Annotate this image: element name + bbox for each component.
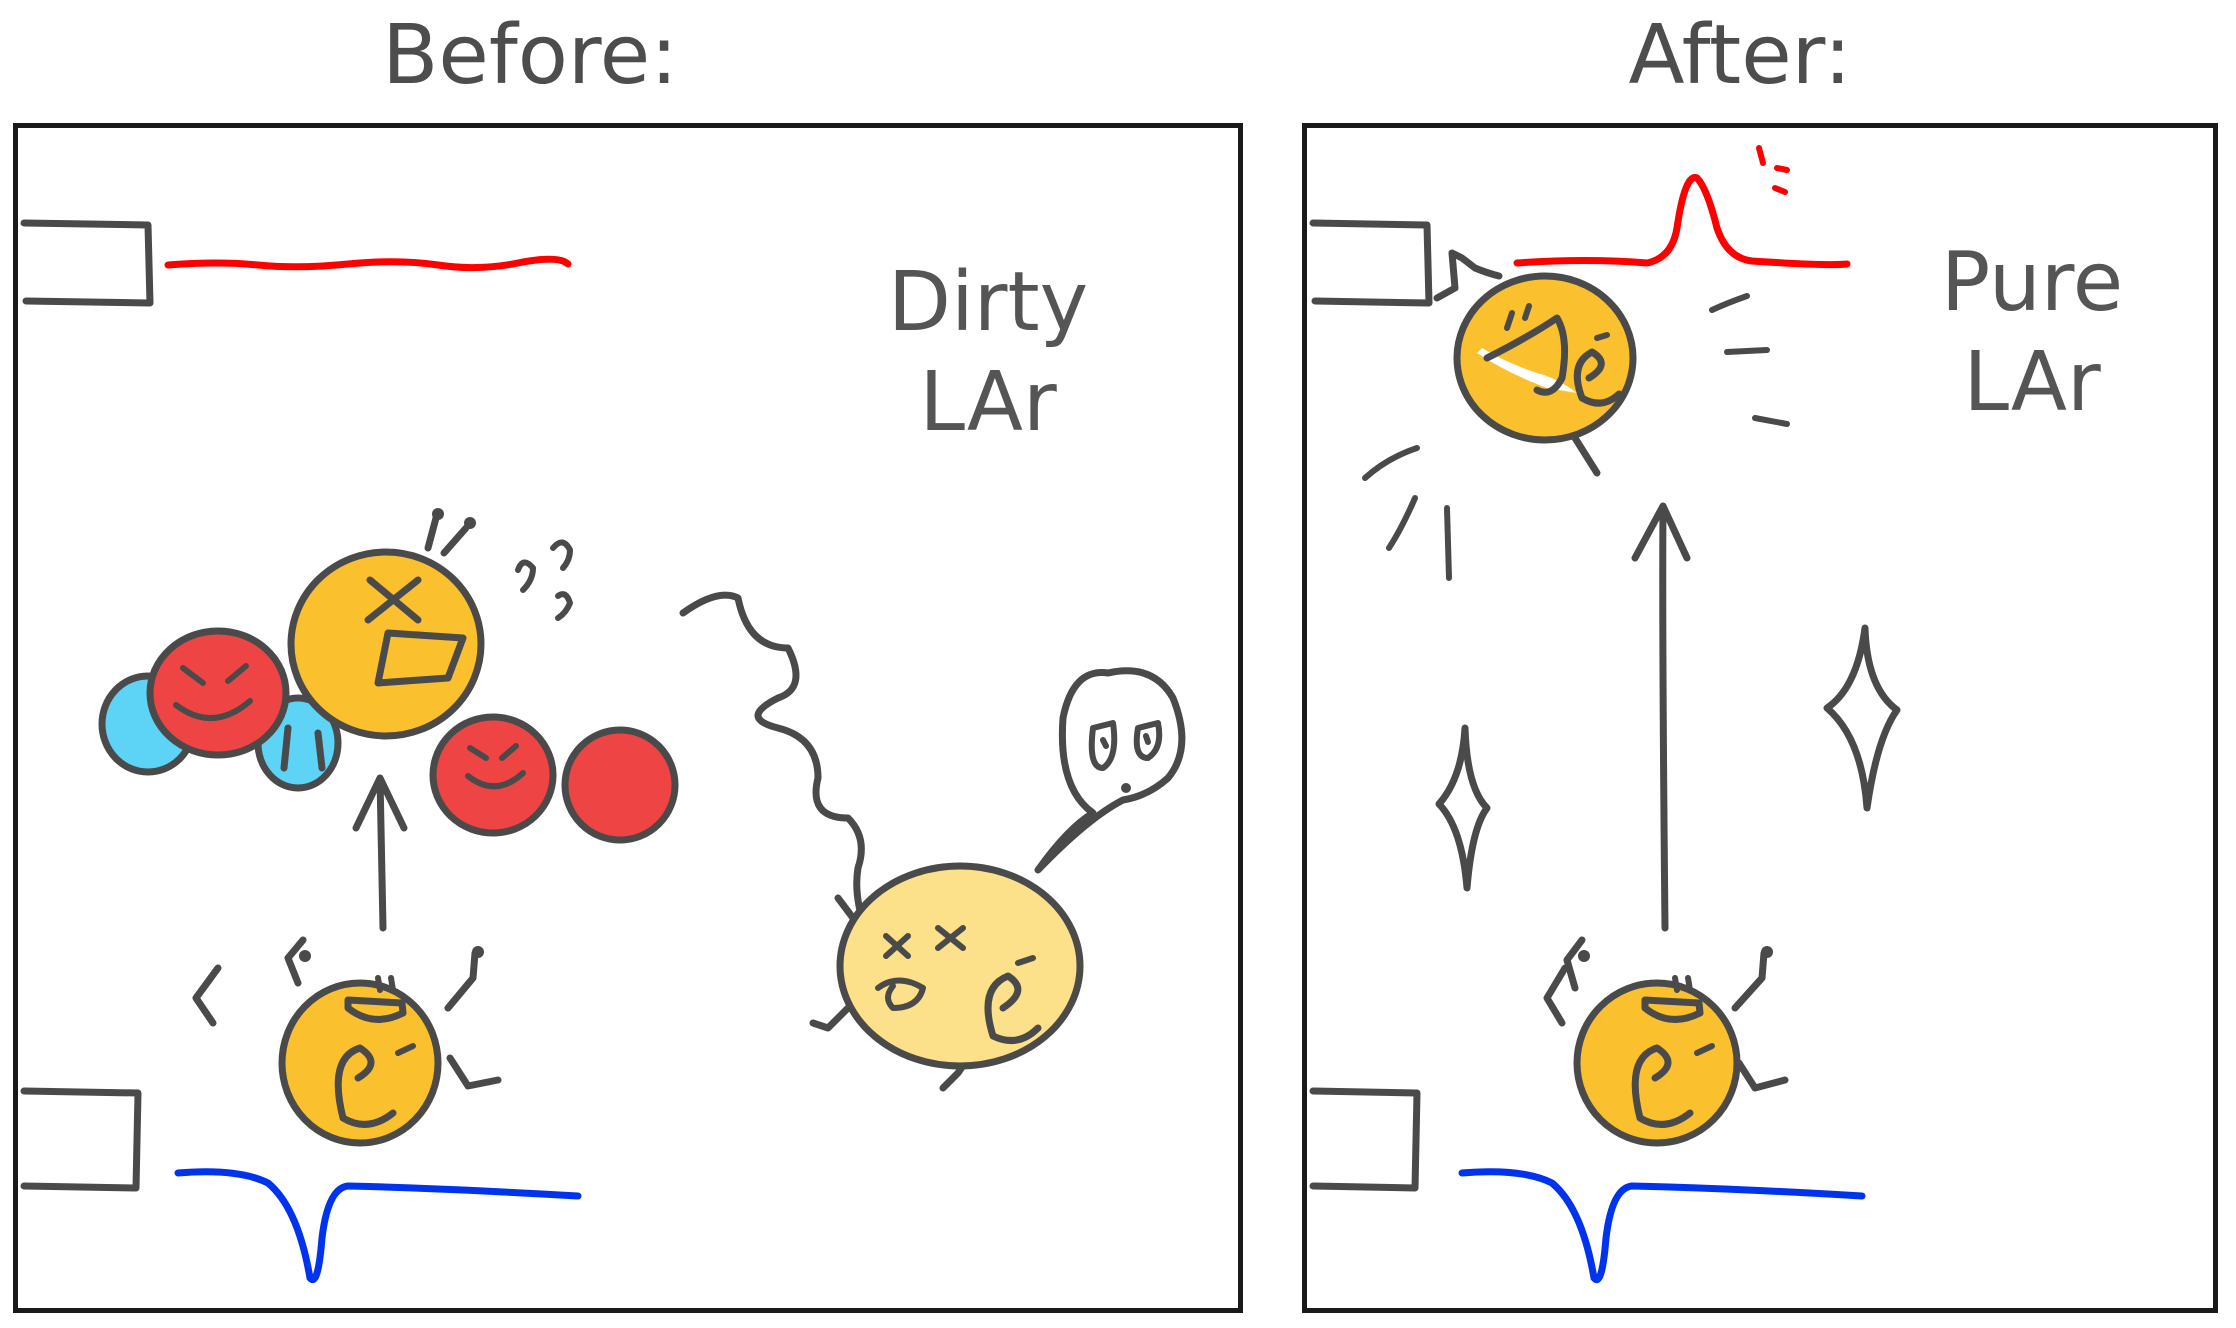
- wavy-arrow-icon: [679, 591, 892, 942]
- before-heading: Before:: [382, 8, 678, 103]
- after-panel: Pure LAr: [1302, 123, 2218, 1313]
- after-drawing: [1309, 145, 1901, 1284]
- anode-signal-peak: [1513, 174, 1851, 269]
- cathode-signal-dip: [1458, 1168, 1866, 1284]
- speech-bubble-icon: [1034, 667, 1186, 874]
- before-panel: Dirty LAr: [13, 123, 1243, 1313]
- label-line2: LAr: [1963, 335, 2101, 430]
- happy-electron-character-after: [1543, 936, 1789, 1147]
- anode-bracket-icon: [1309, 219, 1433, 307]
- cathode-bracket-icon: [20, 1087, 142, 1192]
- cathode-bracket-icon: [1309, 1087, 1421, 1192]
- bright-electron-character: [1362, 249, 1790, 581]
- label-line1: Dirty: [887, 255, 1089, 350]
- cathode-signal-dip: [174, 1168, 582, 1284]
- water-molecule-icon-left: [98, 627, 342, 792]
- sparkle-icon-right: [1823, 624, 1901, 812]
- label-line2: LAr: [919, 355, 1057, 450]
- label-line1: Pure: [1940, 235, 2124, 330]
- dirty-lar-label: Dirty LAr: [878, 253, 1098, 453]
- spark-marks: [1756, 145, 1790, 195]
- up-arrow-left: [352, 774, 408, 932]
- anode-signal-flat: [164, 255, 572, 272]
- up-arrow-right: [1631, 502, 1691, 932]
- sparkle-icon-left: [1435, 724, 1491, 892]
- before-drawing: [20, 219, 1186, 1284]
- dead-electron-character: [809, 862, 1084, 1092]
- pure-lar-label: Pure LAr: [1912, 233, 2152, 433]
- captured-electron-character: [280, 508, 573, 772]
- happy-electron-character-before: [192, 936, 502, 1147]
- water-molecule-icon-right: [429, 713, 679, 844]
- anode-bracket-icon: [20, 219, 154, 307]
- after-heading: After:: [1628, 8, 1852, 103]
